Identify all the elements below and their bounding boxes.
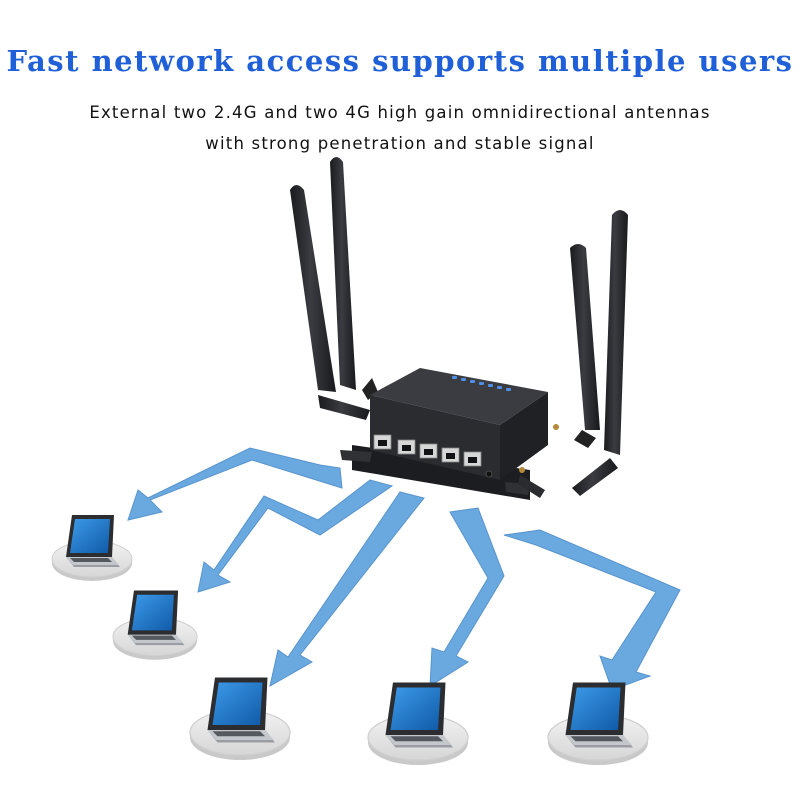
arrow-to-laptop-5 [503,529,681,691]
status-leds [452,376,511,391]
router [340,368,548,500]
connection-arrows [127,447,681,691]
subtitle-line-1: External two 2.4G and two 4G high gain o… [89,103,711,122]
laptop-4 [367,681,469,766]
headline: Fast network access supports multiple us… [6,44,794,78]
laptop-5 [547,681,649,766]
laptop-3 [189,676,291,761]
laptop-2 [112,589,198,661]
antennas-front [290,185,628,498]
arrow-to-laptop-4 [429,507,505,687]
arrow-to-laptop-3 [269,491,425,687]
laptop-1 [51,514,133,582]
antennas-back [330,157,600,448]
subtitle-line-2: with strong penetration and stable signa… [205,134,595,153]
arrow-to-laptop-2 [197,479,394,593]
arrow-to-laptop-1 [127,447,343,521]
